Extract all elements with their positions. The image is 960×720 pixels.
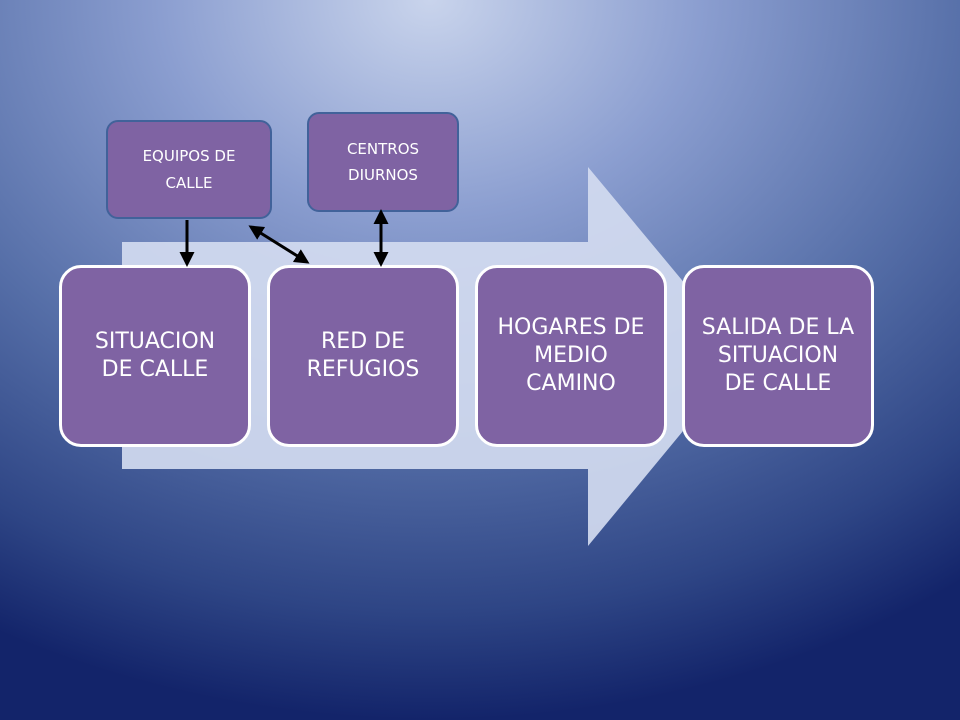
- connector-equipos-refugios: [248, 225, 310, 264]
- stage-situacion-de-calle: SITUACION DE CALLE: [59, 265, 251, 447]
- callout-label: CENTROS DIURNOS: [346, 139, 420, 184]
- stage-label: RED DE REFUGIOS: [306, 328, 420, 382]
- stage-label: SITUACION DE CALLE: [94, 328, 216, 382]
- callout-centros-diurnos: CENTROS DIURNOS: [307, 112, 459, 212]
- stage-hogares-de-medio-camino: HOGARES DE MEDIO CAMINO: [475, 265, 667, 447]
- stage-red-de-refugios: RED DE REFUGIOS: [267, 265, 459, 447]
- stage-label: SALIDA DE LA SITUACION DE CALLE: [701, 314, 855, 397]
- stage-salida-de-la-situacion-de-calle: SALIDA DE LA SITUACION DE CALLE: [682, 265, 874, 447]
- callout-equipos-de-calle: EQUIPOS DE CALLE: [106, 120, 272, 219]
- stage-label: HOGARES DE MEDIO CAMINO: [497, 314, 645, 397]
- callout-label: EQUIPOS DE CALLE: [142, 147, 236, 192]
